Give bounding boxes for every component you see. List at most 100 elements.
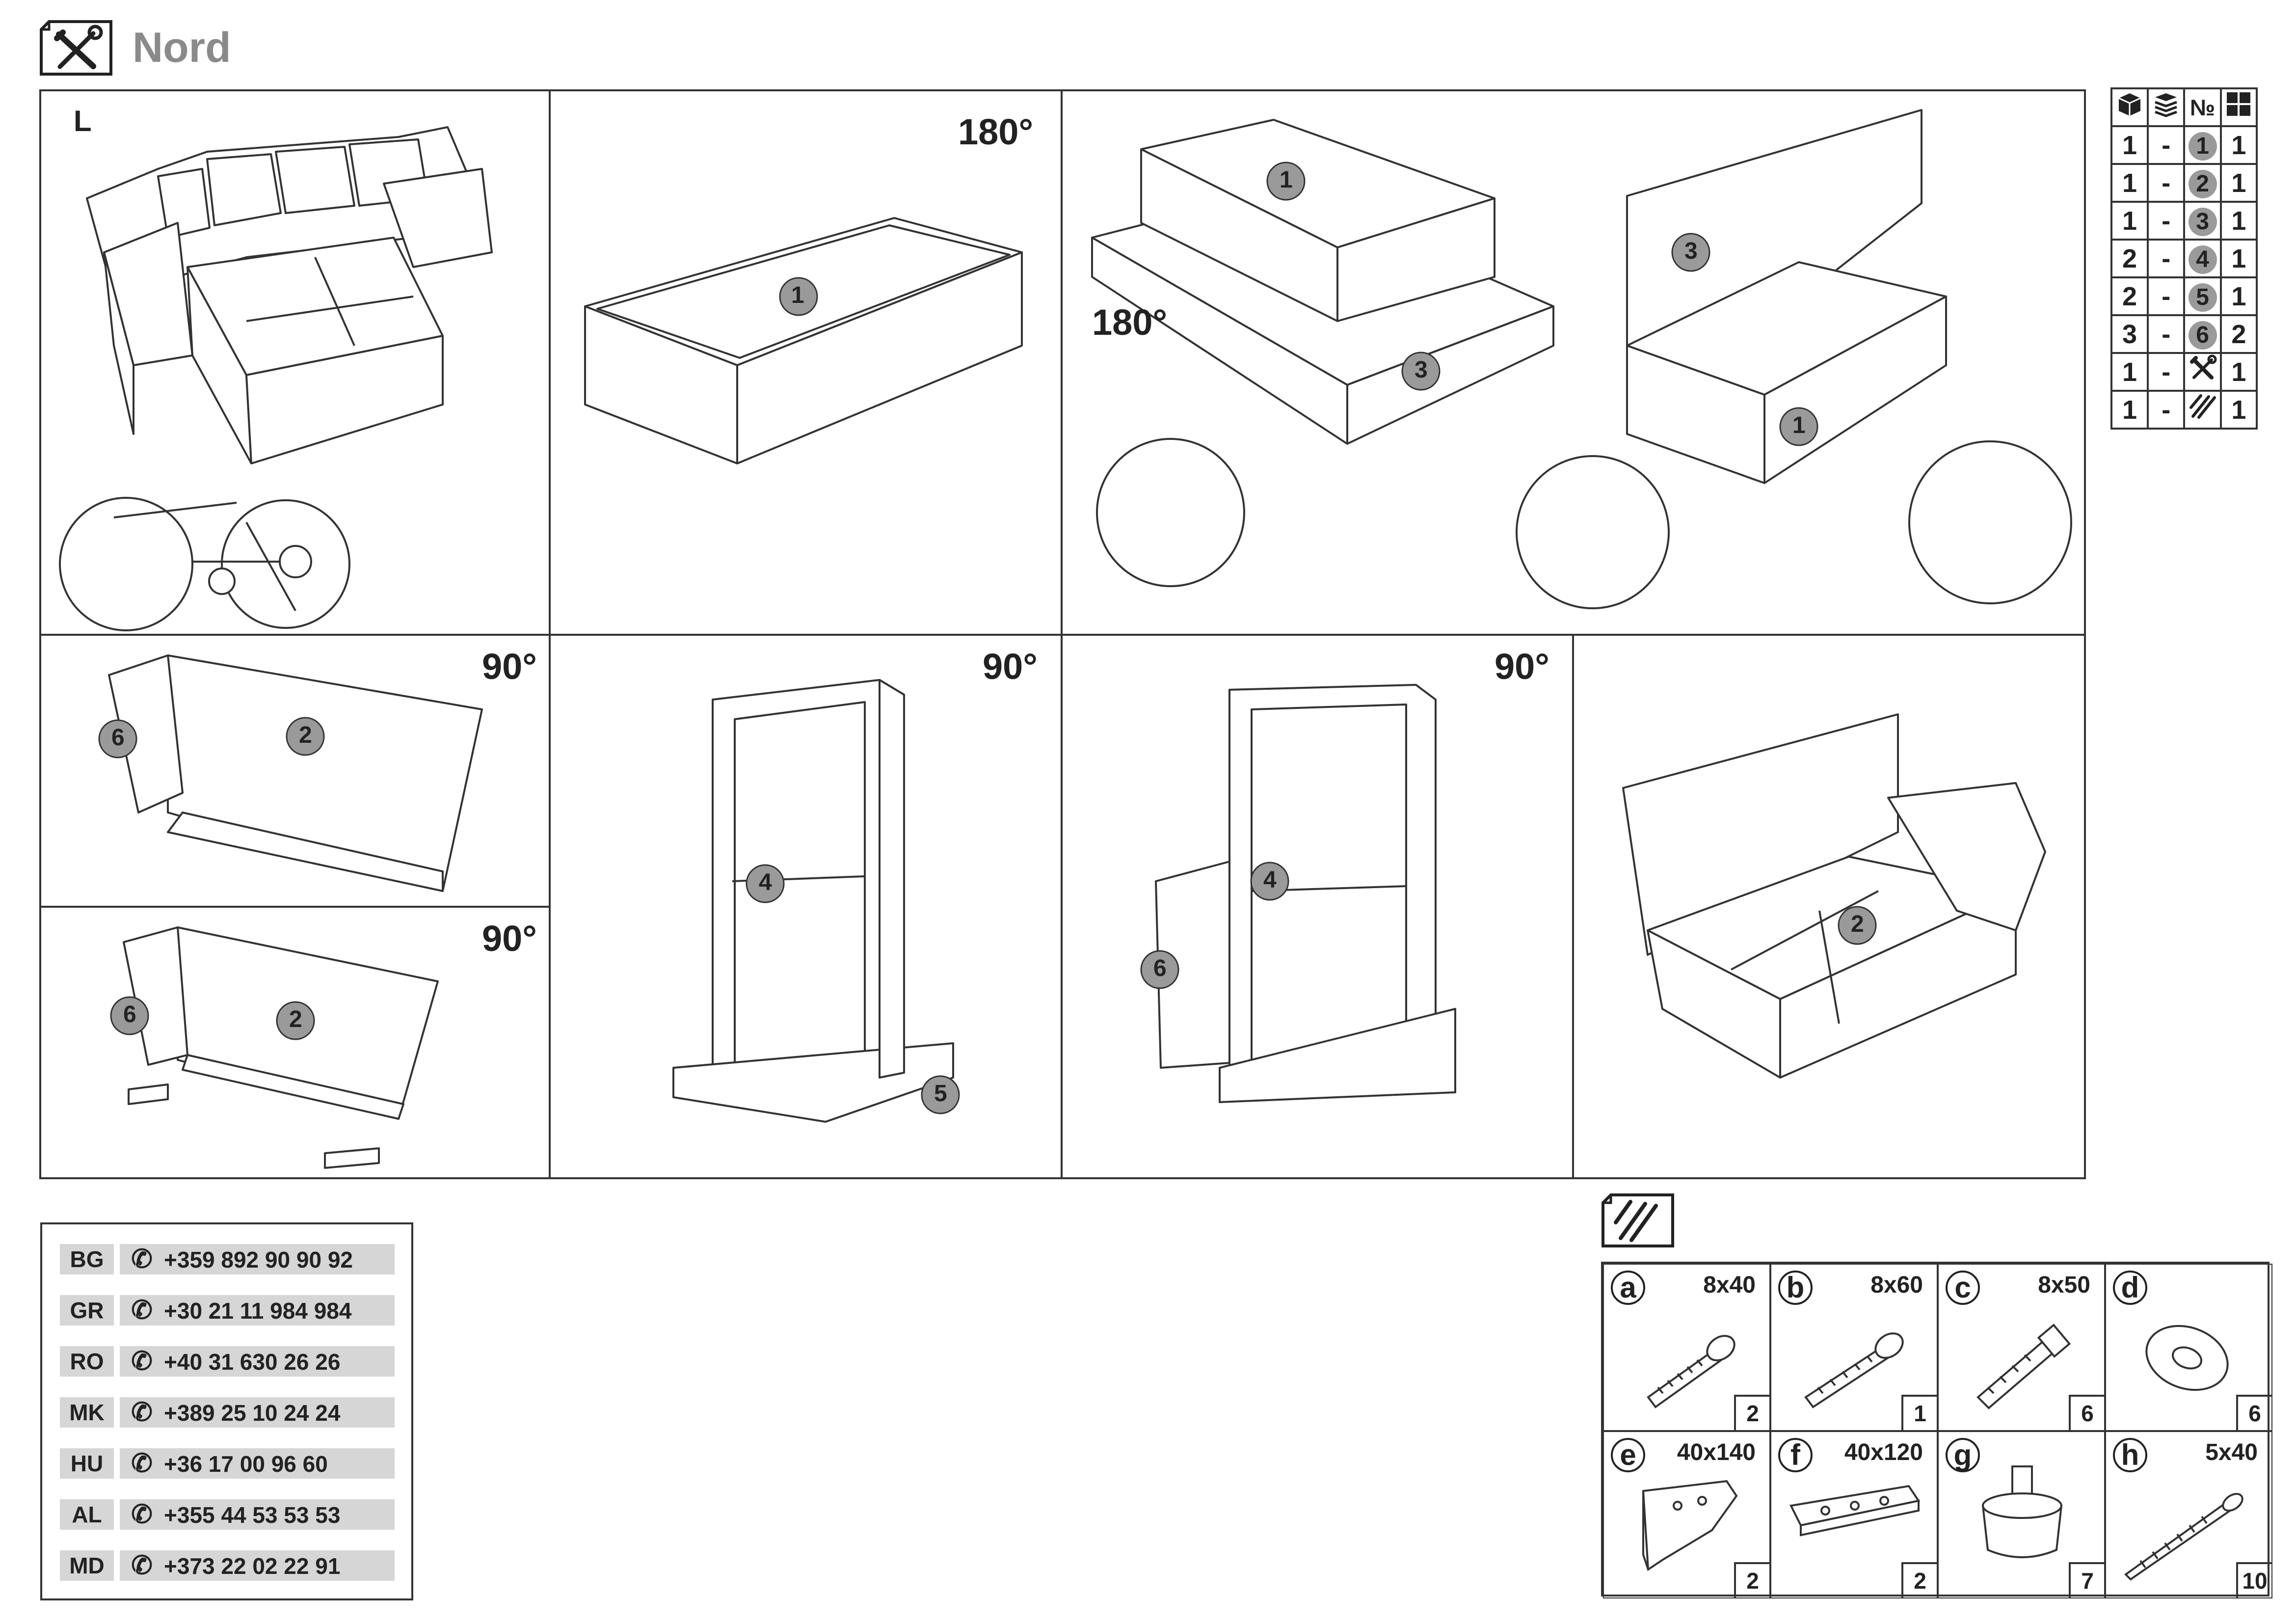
parts-count: 1 <box>2219 125 2258 165</box>
hardware-item: b 8x60 1 <box>1770 1264 1938 1431</box>
parts-no: 4 <box>2183 239 2222 278</box>
parts-count: 1 <box>2219 276 2258 316</box>
parts-no-badge: 1 <box>2188 132 2217 161</box>
part-number: 1 <box>1792 412 1806 438</box>
parts-no-badge: 4 <box>2188 245 2217 274</box>
phone-number-cell: ✆+373 22 02 22 91 <box>120 1550 395 1581</box>
hardware-letter: f <box>1778 1438 1813 1472</box>
rotation-label: 90° <box>482 918 537 959</box>
hardware-qty: 2 <box>1734 1395 1769 1430</box>
parts-no-badge: 6 <box>2188 321 2217 350</box>
part-number: 1 <box>1280 167 1293 193</box>
country-code: MD <box>60 1550 114 1581</box>
support-phones: BG ✆+359 892 90 90 92 GR ✆+30 21 11 984 … <box>40 1222 413 1600</box>
phone-number: +36 17 00 96 60 <box>164 1451 328 1477</box>
bolt-icon <box>1976 1324 2071 1409</box>
box-icon <box>2110 87 2149 127</box>
hardware-item: f 40x120 2 <box>1770 1431 1938 1598</box>
parts-no-badge: 5 <box>2188 283 2217 312</box>
parts-qty: 1 <box>2110 163 2149 203</box>
country-code: AL <box>60 1499 114 1530</box>
hardware-size: 8x50 <box>2038 1272 2090 1298</box>
phone-row: BG ✆+359 892 90 90 92 <box>60 1244 395 1274</box>
parts-count: 1 <box>2219 201 2258 241</box>
part-number: 1 <box>791 282 804 308</box>
parts-dash: - <box>2147 201 2186 241</box>
parts-qty: 1 <box>2110 125 2149 165</box>
parts-no: 2 <box>2183 163 2222 203</box>
phone-icon: ✆ <box>131 1500 153 1529</box>
tools-icon <box>39 20 113 76</box>
phone-number: +389 25 10 24 24 <box>164 1400 341 1426</box>
detail-callouts <box>59 497 350 631</box>
parts-qty: 3 <box>2110 314 2149 354</box>
parts-count: 1 <box>2219 390 2258 430</box>
phone-icon: ✆ <box>131 1398 153 1427</box>
hardware-letter: h <box>2113 1438 2147 1472</box>
hardware-size: 5x40 <box>2205 1439 2258 1465</box>
parts-no: 6 <box>2183 314 2222 354</box>
country-code: HU <box>60 1448 114 1479</box>
part-number: 6 <box>111 725 125 751</box>
hardware-qty: 1 <box>1901 1395 1937 1430</box>
step-panel-frame-base: 4 5 90° <box>551 636 1061 1178</box>
washer-icon <box>2145 1325 2229 1391</box>
parts-dash: - <box>2147 314 2186 354</box>
parts-qty: 1 <box>2110 201 2149 241</box>
part-number: 6 <box>1153 955 1167 981</box>
hardware-size: 40x120 <box>1844 1439 1923 1465</box>
hardware-qty: 10 <box>2236 1562 2271 1597</box>
step-panel-hinges: 1 3 3 1 180° <box>1063 90 2085 634</box>
parts-no-badge: 2 <box>2188 170 2217 198</box>
rotation-label: 90° <box>482 646 537 687</box>
parts-no: 5 <box>2183 276 2222 316</box>
part-number: 5 <box>934 1081 947 1107</box>
country-code: RO <box>60 1346 114 1377</box>
base-illustration <box>584 217 1023 464</box>
assembled-illustration <box>1622 713 2046 1079</box>
connector-plate-icon <box>1789 1485 1921 1537</box>
rotation-label: 180° <box>1092 302 1168 343</box>
screw-icon <box>1647 1335 1735 1408</box>
hardware-item: a 8x40 2 <box>1603 1264 1770 1431</box>
hardware-icon <box>1601 1193 1675 1248</box>
phone-number: +359 892 90 90 92 <box>164 1247 353 1272</box>
part-number: 6 <box>123 1001 136 1028</box>
hardware-item: d 6 <box>2105 1264 2272 1431</box>
parts-no: 1 <box>2183 125 2222 165</box>
parts-dash: - <box>2147 125 2186 165</box>
parts-count: 2 <box>2219 314 2258 354</box>
phone-number: +30 21 11 984 984 <box>164 1298 352 1324</box>
part-number: 3 <box>1415 357 1428 383</box>
part-number: 4 <box>1263 867 1277 893</box>
tools-icon <box>2183 352 2222 392</box>
step-panel-connectors: 6 2 90° <box>40 908 549 1178</box>
part-number: 2 <box>1851 911 1864 937</box>
parts-row: 1- 1 <box>2110 390 2258 430</box>
phone-number-cell: ✆ +389 25 10 24 24 <box>120 1397 395 1428</box>
phone-icon: ✆ <box>131 1245 153 1273</box>
parts-count: 1 <box>2219 352 2258 392</box>
phone-icon: ✆ <box>131 1296 153 1325</box>
phone-icon: ✆ <box>131 1449 153 1478</box>
step-panel-armrest: 6 2 90° <box>40 636 549 906</box>
wood-screw-icon <box>2124 1492 2243 1581</box>
hinge-illustration <box>1091 109 2072 609</box>
hardware-letter: g <box>1946 1438 1980 1472</box>
frame-illustration <box>672 679 960 1123</box>
phone-row: RO ✆+40 31 630 26 26 <box>60 1346 395 1377</box>
hardware-qty: 2 <box>1901 1562 1937 1597</box>
parts-dash: - <box>2147 390 2186 430</box>
phone-row: HU ✆ +36 17 00 96 60 <box>60 1448 395 1479</box>
phone-number-cell: ✆ +30 21 11 984 984 <box>120 1295 395 1326</box>
parts-no-badge: 3 <box>2188 208 2217 236</box>
phone-row: GR ✆+30 21 11 984 984 <box>60 1295 395 1326</box>
hardware-letter: a <box>1611 1271 1645 1305</box>
parts-qty: 2 <box>2110 276 2149 316</box>
